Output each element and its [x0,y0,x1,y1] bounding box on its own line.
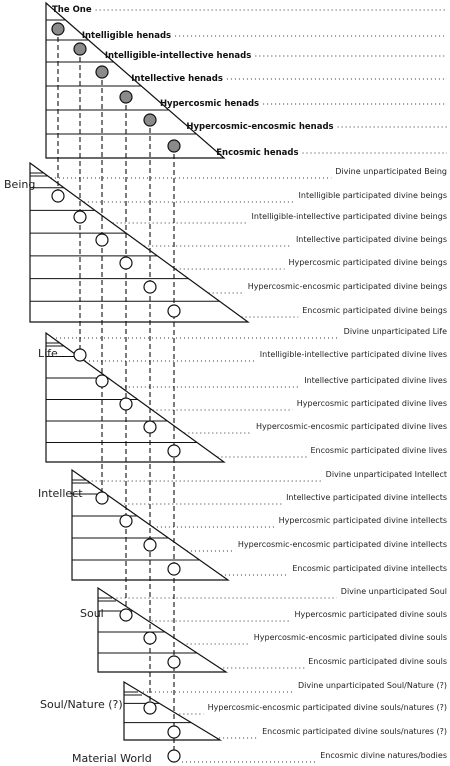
henad-node [51,22,65,36]
level-row-label: Hypercosmic-encosmic participated divine… [254,633,447,642]
participation-node [143,701,157,715]
level-label: Intellect [38,487,83,500]
the-one-label: The One [52,5,92,15]
level-label: Soul [80,607,104,620]
level-label: Material World [72,752,152,765]
level-row-label: Hypercosmic-encosmic participated divine… [238,540,447,549]
level-row-label: Encosmic participated divine intellects [292,564,447,573]
level-label: Soul/Nature (?) [40,698,123,711]
henad-node [167,139,181,153]
level-row-label: Divine unparticipated Soul [341,587,447,596]
level-row-label: Hypercosmic-encosmic participated divine… [208,703,447,712]
participation-node [95,374,109,388]
participation-node [95,233,109,247]
participation-node [167,562,181,576]
level-row-label: Intelligible participated divine beings [299,191,447,200]
level-row-label: Hypercosmic-encosmic participated divine… [248,282,447,291]
participation-node [167,655,181,669]
level-row-label: Encosmic participated divine souls [308,657,447,666]
participation-node [119,397,133,411]
henad-row-label: Intelligible henads [82,31,171,41]
level-row-label: Divine unparticipated Soul/Nature (?) [298,681,447,690]
participation-node [119,514,133,528]
level-row-label: Divine unparticipated Life [344,327,447,336]
participation-node [143,631,157,645]
level-row-label: Encosmic participated divine lives [310,446,447,455]
level-label: Being [4,178,35,191]
level-row-label: Hypercosmic participated divine beings [288,258,447,267]
henads-triangle [45,1,226,159]
participation-node [119,256,133,270]
participation-node [167,725,181,739]
participation-node [143,280,157,294]
level-row-label: Encosmic participated divine souls/natur… [262,727,447,736]
henad-node [119,90,133,104]
participation-node [73,348,87,362]
participation-node [167,444,181,458]
henad-row-label: Hypercosmic-encosmic henads [186,122,333,132]
level-row-label: Encosmic participated divine beings [302,306,447,315]
nodes [51,22,181,763]
participation-node [119,608,133,622]
level-row-label: Intellective participated divine intelle… [286,493,447,502]
participation-node [167,749,181,763]
level-row-label: Hypercosmic-encosmic participated divine… [256,422,447,431]
henad-row-label: Intelligible-intellective henads [105,51,251,61]
triangles [29,1,250,741]
level-row-label: Encosmic divine natures/bodies [320,751,447,760]
level-triangle [123,680,223,741]
level-triangle [45,331,226,463]
level-row-label: Hypercosmic participated divine souls [294,610,447,619]
level-triangle [97,586,229,673]
participation-node [143,538,157,552]
henad-node [143,113,157,127]
level-triangle [29,161,250,323]
henad-row-label: Encosmic henads [216,148,298,158]
row-dotted-lines [42,9,447,763]
participation-node [143,420,157,434]
level-row-label: Divine unparticipated Being [335,167,447,176]
henad-node [73,42,87,56]
participation-node [95,491,109,505]
participation-node [167,304,181,318]
henad-row-label: Hypercosmic henads [160,99,259,109]
level-row-label: Divine unparticipated Intellect [326,470,447,479]
level-row-label: Intelligible-intellective participated d… [252,212,447,221]
henad-node [95,65,109,79]
level-row-label: Intelligible-intellective participated d… [260,350,447,359]
level-row-label: Hypercosmic participated divine lives [297,399,447,408]
participation-node [51,189,65,203]
level-row-label: Hypercosmic participated divine intellec… [279,516,447,525]
henad-row-label: Intellective henads [131,74,223,84]
participation-node [73,210,87,224]
level-row-label: Intellective participated divine beings [296,235,447,244]
level-row-label: Intellective participated divine lives [304,376,447,385]
level-label: Life [38,347,58,360]
